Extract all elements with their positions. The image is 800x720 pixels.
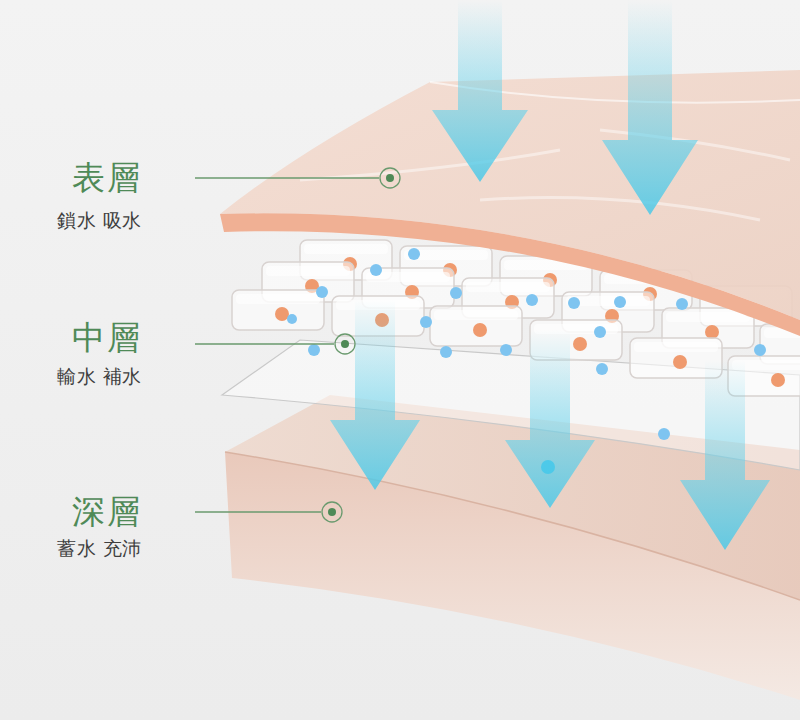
leader-lines <box>195 168 400 522</box>
top-layer <box>220 70 800 336</box>
layer-name-wrap: 中層 <box>72 318 142 358</box>
layer-function: 輸水 補水 <box>57 365 142 388</box>
layer-name: 中層 <box>72 318 142 358</box>
layer-function-wrap: 輸水 補水 <box>57 365 142 388</box>
layer-name: 深層 <box>72 492 142 532</box>
flow-arrows-top <box>432 0 698 215</box>
layer-function: 鎖水 吸水 <box>57 209 142 232</box>
layer-name: 表層 <box>72 158 142 198</box>
layer-name-wrap: 表層 <box>72 158 142 198</box>
layer-function-wrap: 蓄水 充沛 <box>57 537 142 560</box>
layer-name-wrap: 深層 <box>72 492 142 532</box>
layer-function-wrap: 鎖水 吸水 <box>57 209 142 232</box>
flow-arrows-lower <box>330 300 770 550</box>
layer-function: 蓄水 充沛 <box>57 537 142 560</box>
